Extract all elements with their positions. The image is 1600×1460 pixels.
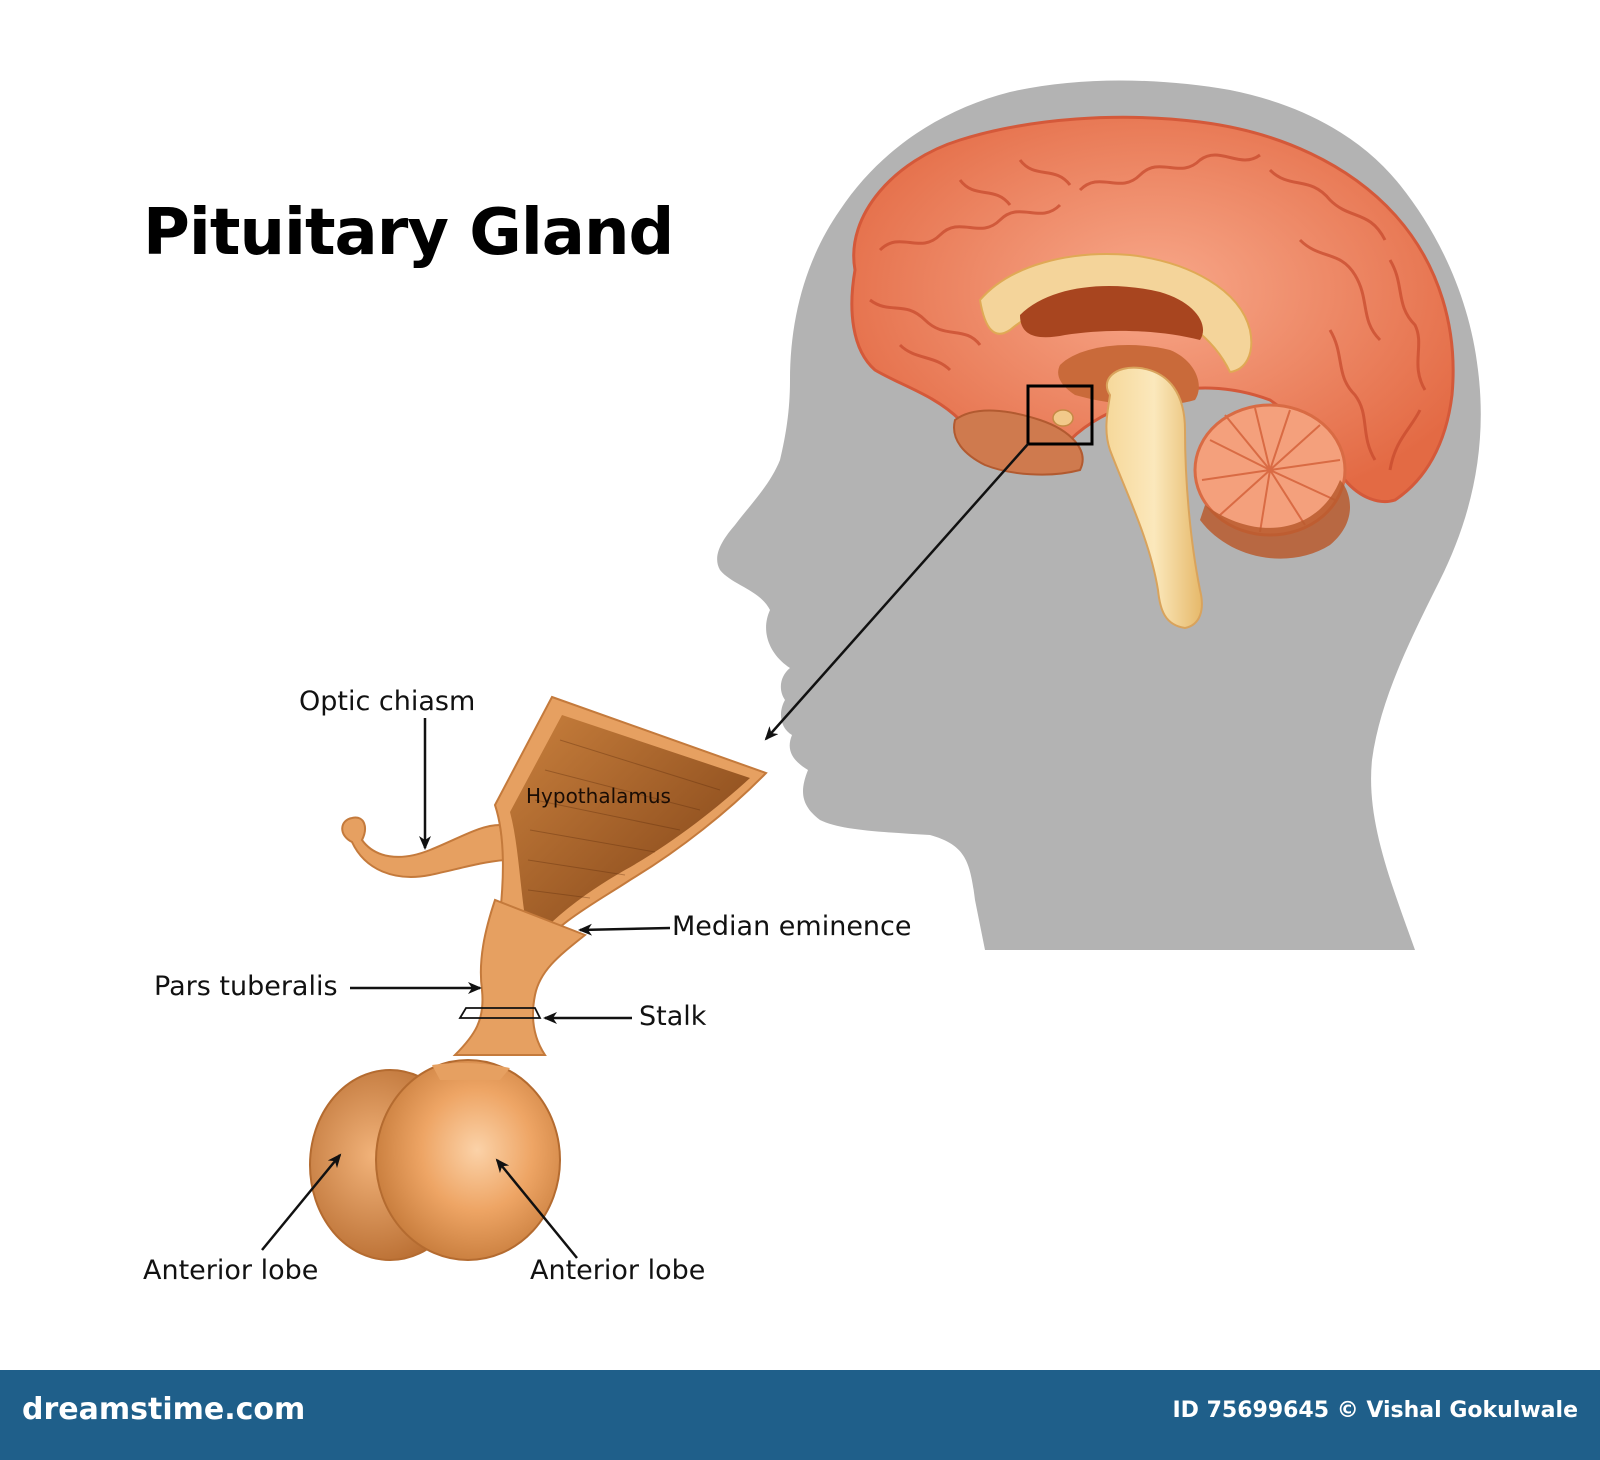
label-stalk: Stalk bbox=[639, 1001, 707, 1032]
footer-bar: dreamstime.com ID 75699645 © Vishal Goku… bbox=[0, 1370, 1600, 1460]
label-pars-tuberalis: Pars tuberalis bbox=[154, 971, 338, 1002]
pituitary-gland-illustration bbox=[309, 695, 768, 1261]
zoom-box bbox=[1026, 384, 1094, 446]
footer-logo[interactable]: dreamstime.com bbox=[22, 1392, 306, 1427]
zoom-arrow bbox=[764, 443, 1029, 741]
stalk-shape bbox=[452, 898, 587, 1056]
label-optic-chiasm: Optic chiasm bbox=[299, 686, 476, 717]
brain-illustration bbox=[850, 115, 1455, 630]
arrow-anterior-lobe-left bbox=[261, 1153, 342, 1251]
footer-credit: ID 75699645 © Vishal Gokulwale bbox=[1172, 1398, 1578, 1423]
label-median-eminence: Median eminence bbox=[672, 911, 912, 942]
label-anterior-lobe-left: Anterior lobe bbox=[143, 1255, 319, 1286]
page-title: Pituitary Gland bbox=[143, 196, 674, 270]
cerebellum bbox=[1193, 403, 1350, 559]
optic-chiasm-shape bbox=[341, 816, 507, 878]
anterior-lobe-right-shape bbox=[375, 1059, 561, 1261]
brainstem bbox=[1105, 366, 1203, 630]
arrow-median-eminence bbox=[578, 923, 671, 936]
label-anterior-lobe-right: Anterior lobe bbox=[530, 1255, 706, 1286]
arrow-anterior-lobe-right bbox=[495, 1158, 578, 1259]
label-hypothalamus: Hypothalamus bbox=[526, 784, 671, 808]
